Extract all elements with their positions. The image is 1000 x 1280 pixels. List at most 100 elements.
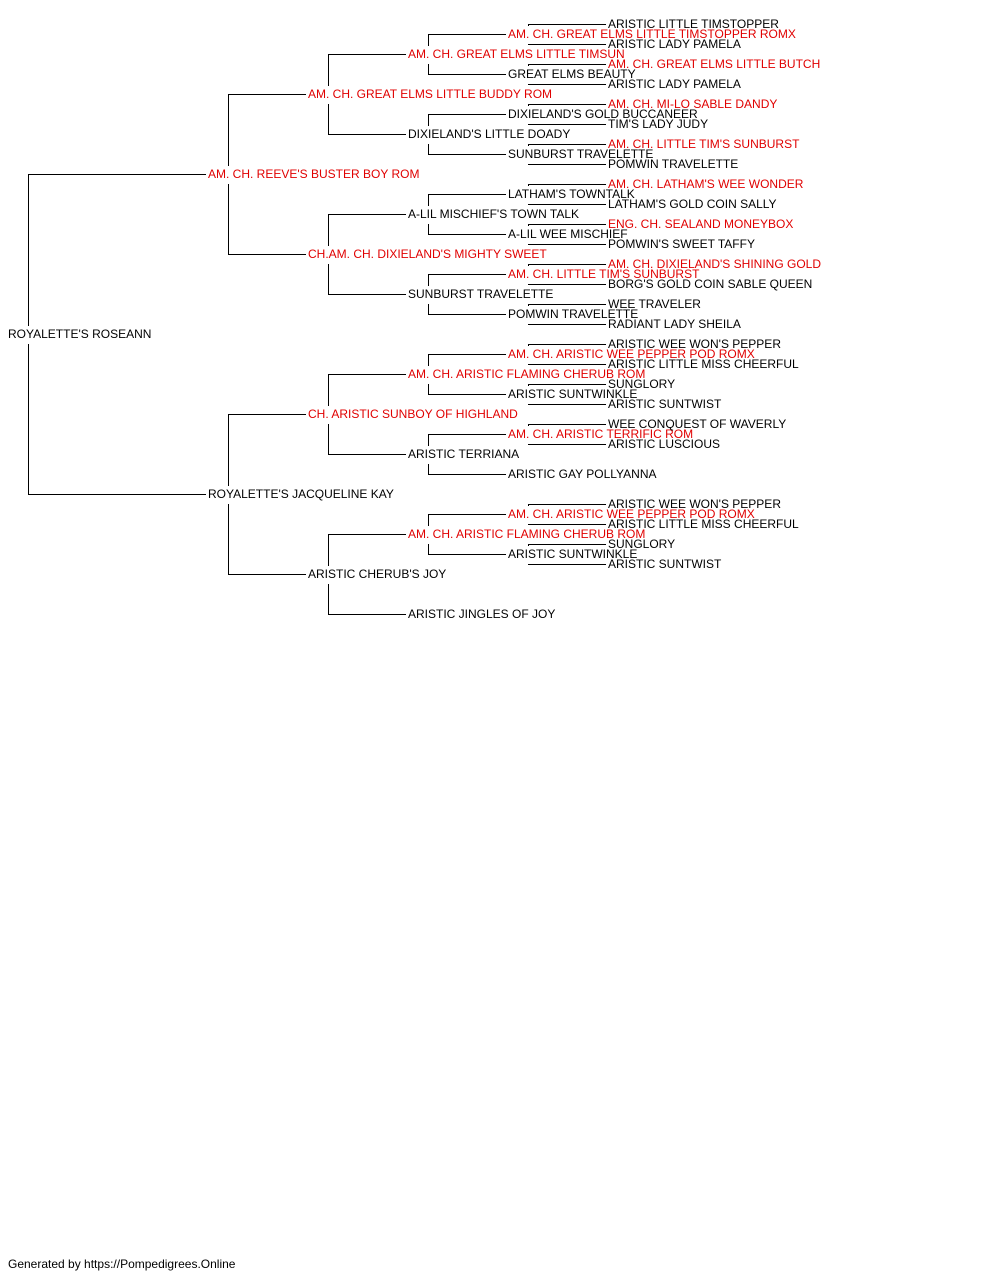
connector-line xyxy=(528,184,529,186)
pedigree-name: ARISTIC LADY PAMELA xyxy=(608,77,741,91)
pedigree-name: AM. CH. DIXIELAND'S SHINING GOLD xyxy=(608,257,821,271)
connector-line xyxy=(528,204,606,205)
connector-line xyxy=(228,414,229,486)
connector-line xyxy=(328,454,406,455)
connector-line xyxy=(228,504,229,574)
pedigree-name: AM. CH. ARISTIC TERRIFIC ROM xyxy=(508,427,694,441)
pedigree-name: LATHAM'S GOLD COIN SALLY xyxy=(608,197,777,211)
connector-line xyxy=(28,344,29,494)
pedigree-name: ARISTIC CHERUB'S JOY xyxy=(308,567,447,581)
pedigree-name: DIXIELAND'S LITTLE DOADY xyxy=(408,127,571,141)
pedigree-name: RADIANT LADY SHEILA xyxy=(608,317,741,331)
connector-line xyxy=(428,354,429,366)
connector-line xyxy=(528,424,606,425)
pedigree-name: ROYALETTE'S JACQUELINE KAY xyxy=(208,487,394,501)
connector-line xyxy=(328,374,329,406)
connector-line xyxy=(328,584,329,614)
connector-line xyxy=(528,544,606,545)
pedigree-name: ARISTIC LITTLE MISS CHEERFUL xyxy=(608,517,799,531)
connector-line xyxy=(528,384,606,385)
connector-line xyxy=(428,464,429,474)
pedigree-name: ARISTIC LITTLE MISS CHEERFUL xyxy=(608,357,799,371)
connector-line xyxy=(428,514,506,515)
pedigree-name: AM. CH. REEVE'S BUSTER BOY ROM xyxy=(208,167,420,181)
connector-line xyxy=(528,144,606,145)
connector-line xyxy=(28,174,206,175)
pedigree-name: AM. CH. ARISTIC FLAMING CHERUB ROM xyxy=(408,367,646,381)
pedigree-name: AM. CH. ARISTIC FLAMING CHERUB ROM xyxy=(408,527,646,541)
connector-line xyxy=(428,114,429,126)
connector-line xyxy=(428,194,429,206)
connector-line xyxy=(228,94,306,95)
connector-line xyxy=(428,154,506,155)
connector-line xyxy=(428,434,506,435)
connector-line xyxy=(428,384,429,394)
pedigree-name: ARISTIC WEE WON'S PEPPER xyxy=(608,337,781,351)
pedigree-name: SUNBURST TRAVELETTE xyxy=(508,147,654,161)
connector-line xyxy=(328,134,406,135)
connector-line xyxy=(528,564,606,565)
pedigree-name: CH.AM. CH. DIXIELAND'S MIGHTY SWEET xyxy=(308,247,547,261)
connector-line xyxy=(428,544,429,554)
connector-line xyxy=(428,554,506,555)
connector-line xyxy=(328,534,406,535)
pedigree-name: AM. CH. LITTLE TIM'S SUNBURST xyxy=(508,267,700,281)
connector-line xyxy=(428,34,429,46)
connector-line xyxy=(328,214,329,246)
connector-line xyxy=(528,224,606,225)
connector-line xyxy=(228,184,229,254)
connector-line xyxy=(428,434,429,446)
pedigree-name: SUNBURST TRAVELETTE xyxy=(408,287,554,301)
pedigree-name: SUNGLORY xyxy=(608,537,676,551)
connector-line xyxy=(528,304,529,306)
connector-line xyxy=(428,224,429,234)
connector-line xyxy=(428,34,506,35)
connector-line xyxy=(528,364,606,365)
connector-line xyxy=(228,574,306,575)
connector-line xyxy=(228,94,229,166)
connector-line xyxy=(328,264,329,294)
pedigree-name: ARISTIC TERRIANA xyxy=(408,447,520,461)
pedigree-name: ENG. CH. SEALAND MONEYBOX xyxy=(608,217,794,231)
connector-line xyxy=(528,504,529,506)
pedigree-name: ARISTIC WEE WON'S PEPPER xyxy=(608,497,781,511)
pedigree-name: WEE TRAVELER xyxy=(608,297,701,311)
pedigree-name: ARISTIC JINGLES OF JOY xyxy=(408,607,556,621)
pedigree-name: AM. CH. ARISTIC WEE PEPPER POD ROMX xyxy=(508,507,755,521)
connector-line xyxy=(328,424,329,454)
pedigree-name: ARISTIC LITTLE TIMSTOPPER xyxy=(608,17,779,31)
connector-line xyxy=(328,614,406,615)
connector-line xyxy=(528,244,606,245)
connector-line xyxy=(528,44,606,45)
pedigree-name: POMWIN TRAVELETTE xyxy=(508,307,639,321)
footer-credit: Generated by https://Pompedigrees.Online xyxy=(8,1257,236,1271)
pedigree-name: DIXIELAND'S GOLD BUCCANEER xyxy=(508,107,698,121)
connector-line xyxy=(528,424,529,426)
pedigree-name: ARISTIC LADY PAMELA xyxy=(608,37,741,51)
connector-line xyxy=(28,494,206,495)
connector-line xyxy=(228,254,306,255)
pedigree-name: AM. CH. ARISTIC WEE PEPPER POD ROMX xyxy=(508,347,755,361)
connector-line xyxy=(528,304,606,305)
connector-line xyxy=(528,264,529,266)
pedigree-name: SUNGLORY xyxy=(608,377,676,391)
connector-line xyxy=(528,264,606,265)
pedigree-name: GREAT ELMS BEAUTY xyxy=(508,67,636,81)
pedigree-name: AM. CH. GREAT ELMS LITTLE BUTCH xyxy=(608,57,821,71)
connector-line xyxy=(528,164,606,165)
connector-line xyxy=(528,324,606,325)
pedigree-name: ARISTIC SUNTWINKLE xyxy=(508,547,638,561)
pedigree-name: POMWIN'S SWEET TAFFY xyxy=(608,237,755,251)
connector-line xyxy=(528,344,529,346)
connector-line xyxy=(528,504,606,505)
pedigree-name: ARISTIC SUNTWINKLE xyxy=(508,387,638,401)
connector-line xyxy=(528,284,606,285)
connector-line xyxy=(328,104,329,134)
pedigree-name: ARISTIC SUNTWIST xyxy=(608,397,722,411)
pedigree-name: ROYALETTE'S ROSEANN xyxy=(8,327,152,341)
connector-line xyxy=(228,414,306,415)
pedigree-name: CH. ARISTIC SUNBOY OF HIGHLAND xyxy=(308,407,518,421)
connector-line xyxy=(428,194,506,195)
connector-line xyxy=(328,534,329,566)
